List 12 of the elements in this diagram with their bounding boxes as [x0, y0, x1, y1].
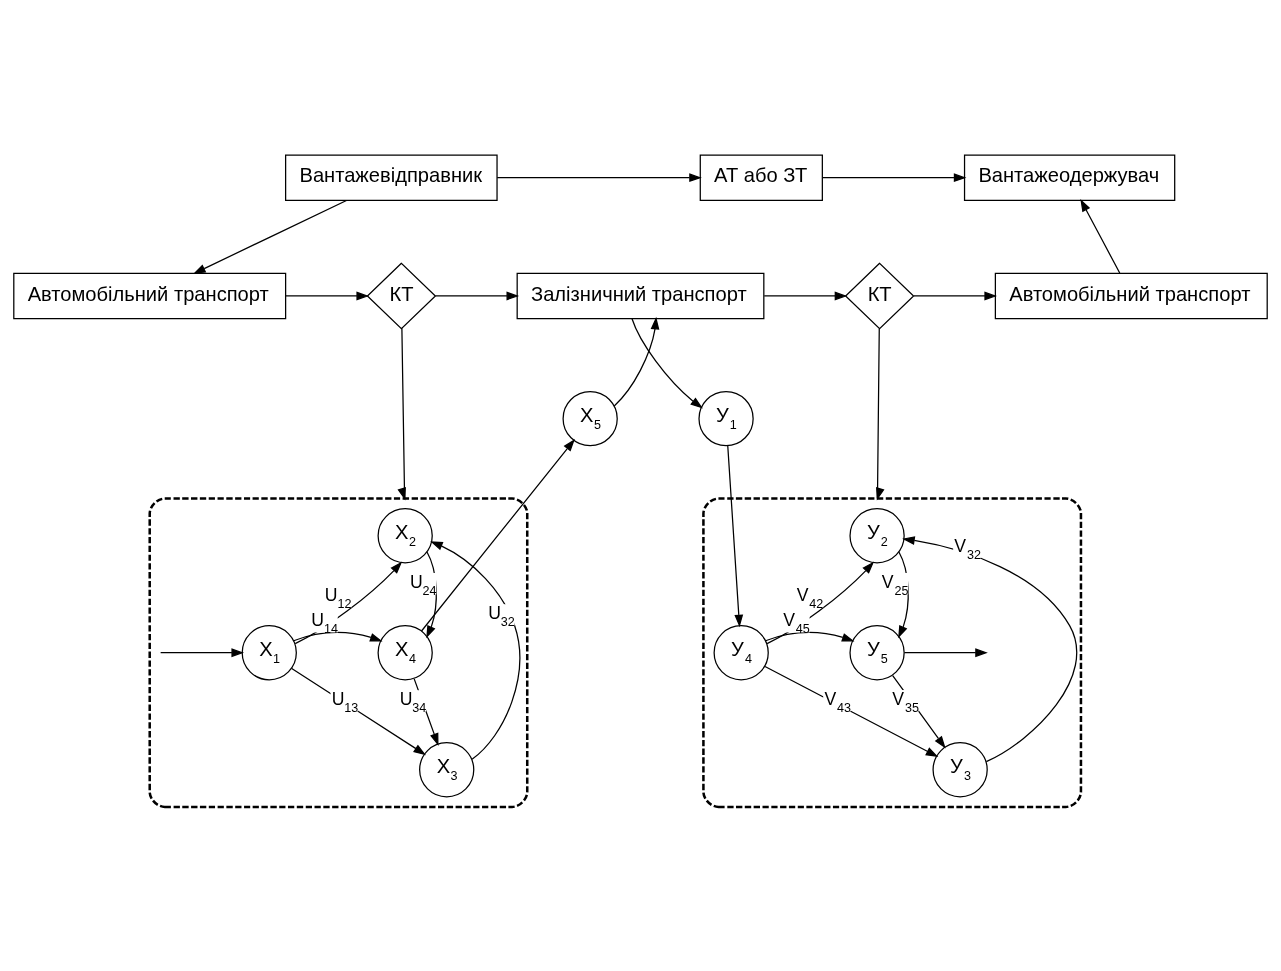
edge-label: V$_{32}$: [954, 535, 981, 562]
edge-label: V$_{43}$: [824, 688, 852, 715]
edge-label: U$_{34}$: [399, 688, 427, 715]
edge-label: V$_{25}$: [881, 571, 909, 598]
edge-label: U$_{13}$: [331, 688, 359, 715]
edge-label: V$_{35}$: [892, 688, 919, 715]
edge-label: U$_{24}$: [409, 571, 437, 598]
edge-label: U$_{32}$: [488, 602, 515, 629]
edge-label: U$_{12}$: [324, 584, 352, 611]
edge-label: V$_{42}$: [796, 584, 824, 611]
edge-label: U$_{14}$: [311, 609, 338, 636]
edge-label: V$_{45}$: [783, 609, 810, 636]
